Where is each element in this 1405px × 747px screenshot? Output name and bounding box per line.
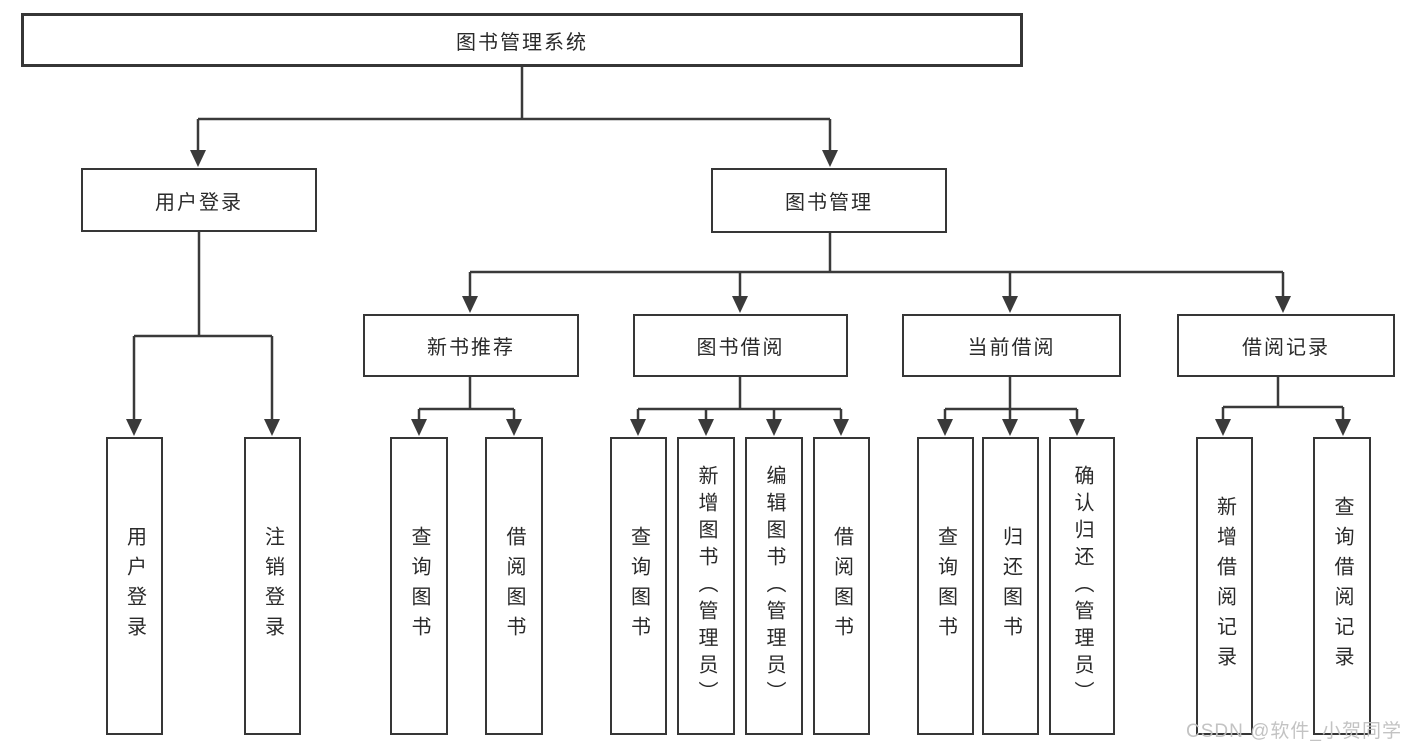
arrow-icon	[506, 419, 522, 436]
node-book-management-label: 图书管理	[785, 192, 873, 214]
leaf-cb-return-books-label: 归还图书	[999, 526, 1022, 646]
arrow-icon	[833, 419, 849, 436]
arrow-icon	[630, 419, 646, 436]
arrow-icon	[462, 296, 478, 313]
arrow-icon	[1069, 419, 1085, 436]
arrow-icon	[190, 150, 206, 167]
arrow-icon	[766, 419, 782, 436]
arrow-icon	[126, 419, 142, 436]
leaf-br-query-record: 查询借阅记录	[1313, 437, 1371, 735]
leaf-bb-add-books-admin: 新增图书（管理员）	[677, 437, 735, 735]
node-current-borrow: 当前借阅	[902, 314, 1121, 377]
node-user-login: 用户登录	[81, 168, 317, 232]
arrow-icon	[264, 419, 280, 436]
leaf-user-login: 用户登录	[106, 437, 163, 735]
leaf-bb-query-books-label: 查询图书	[627, 526, 650, 646]
arrow-icon	[411, 419, 427, 436]
arrow-icon	[732, 296, 748, 313]
arrow-icon	[937, 419, 953, 436]
leaf-br-add-record-label: 新增借阅记录	[1213, 496, 1236, 676]
leaf-bb-borrow-books: 借阅图书	[813, 437, 870, 735]
node-new-book-recommend-label: 新书推荐	[427, 337, 515, 359]
node-new-book-recommend: 新书推荐	[363, 314, 579, 377]
leaf-nbr-query-books: 查询图书	[390, 437, 448, 735]
leaf-cb-confirm-return-admin-label: 确认归还（管理员）	[1071, 464, 1093, 708]
leaf-cb-confirm-return-admin: 确认归还（管理员）	[1049, 437, 1115, 735]
leaf-cb-return-books: 归还图书	[982, 437, 1039, 735]
node-user-login-label: 用户登录	[155, 191, 243, 214]
leaf-user-login-label: 用户登录	[123, 526, 146, 646]
leaf-nbr-query-books-label: 查询图书	[408, 526, 430, 646]
node-root: 图书管理系统	[21, 13, 1023, 67]
leaf-logout: 注销登录	[244, 437, 301, 735]
arrow-icon	[1215, 419, 1231, 436]
node-borrow-records-label: 借阅记录	[1242, 337, 1330, 359]
leaf-cb-query-books: 查询图书	[917, 437, 974, 735]
arrow-icon	[822, 150, 838, 167]
arrow-icon	[1002, 419, 1018, 436]
arrow-icon	[1002, 296, 1018, 313]
arrow-icon	[1275, 296, 1291, 313]
leaf-bb-add-books-admin-label: 新增图书（管理员）	[695, 464, 717, 708]
arrow-icon	[1335, 419, 1351, 436]
node-book-borrow: 图书借阅	[633, 314, 848, 377]
leaf-bb-edit-books-admin: 编辑图书（管理员）	[745, 437, 803, 735]
leaf-cb-query-books-label: 查询图书	[934, 526, 957, 646]
node-borrow-records: 借阅记录	[1177, 314, 1395, 377]
leaf-bb-query-books: 查询图书	[610, 437, 667, 735]
connector-paths	[132, 66, 1345, 424]
arrow-icon	[698, 419, 714, 436]
leaf-br-query-record-label: 查询借阅记录	[1331, 496, 1353, 676]
arrowheads	[126, 150, 1351, 436]
watermark-text: CSDN @软件_小贺同学	[1186, 721, 1402, 742]
node-book-borrow-label: 图书借阅	[696, 337, 785, 359]
leaf-br-add-record: 新增借阅记录	[1196, 437, 1253, 735]
leaf-nbr-borrow-books: 借阅图书	[485, 437, 543, 735]
node-book-management: 图书管理	[711, 168, 947, 233]
node-current-borrow-label: 当前借阅	[967, 337, 1056, 359]
leaf-nbr-borrow-books-label: 借阅图书	[503, 526, 525, 646]
leaf-logout-label: 注销登录	[261, 526, 284, 646]
node-root-label: 图书管理系统	[456, 31, 588, 54]
leaf-bb-edit-books-admin-label: 编辑图书（管理员）	[763, 464, 785, 708]
leaf-bb-borrow-books-label: 借阅图书	[830, 526, 853, 646]
